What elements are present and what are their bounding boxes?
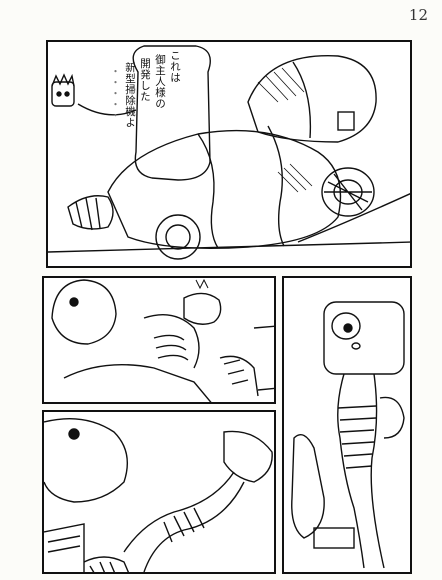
robot-arm-illustration [51,278,274,402]
panel-3 [282,276,412,574]
panel-2 [42,276,276,404]
robot-reaching-illustration [44,417,273,572]
dialogue-line-4: 新型掃除機よ [124,62,136,128]
dialogue-line-2: 御主人様の [154,54,166,109]
robot-character-illustration [291,301,405,569]
panel-4 [42,410,276,574]
dialogue-line-3: 開発した [139,58,151,102]
dialogue-line-1: これは [169,50,181,83]
panel-1: これは 御主人様の 開発した 新型掃除機よ ・・・・・ [46,40,412,268]
dialogue-line-5: ・・・・・ [109,66,121,121]
robot-vacuum-illustration [48,45,410,260]
page-number: 12 [408,6,428,24]
